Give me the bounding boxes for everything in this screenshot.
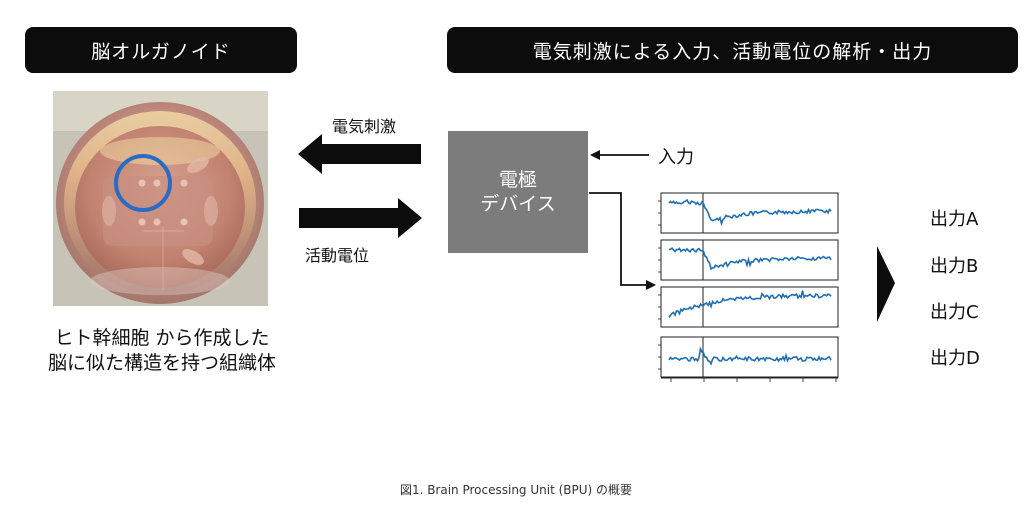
trace-panel-c: [660, 286, 839, 328]
organoid-header-label: 脳オルガノイド: [91, 40, 231, 63]
output-connector-head: [646, 280, 656, 290]
stimulation-label: 電気刺激: [332, 117, 397, 136]
figure-caption: 図1. Brain Processing Unit (BPU) の概要: [399, 483, 633, 497]
electrode-label-line2: デバイス: [480, 193, 556, 215]
organoid-caption-line2: 脳に似た構造を持つ組織体: [47, 352, 276, 374]
trace-line-c: [668, 290, 832, 318]
action-potential-arrow: [299, 198, 422, 238]
organoid-photo: [53, 91, 268, 306]
output-label-a: 出力A: [930, 209, 979, 230]
trace-line-d: [668, 346, 832, 366]
output-chevron: [877, 246, 895, 322]
electrode-label-line1: 電極: [498, 169, 537, 191]
stimulation-analysis-header-label: 電気刺激による入力、活動電位の解析・出力: [532, 40, 933, 63]
output-label-c: 出力C: [930, 302, 979, 323]
input-arrow-head: [590, 150, 600, 160]
output-label-b: 出力B: [930, 256, 979, 277]
electrode-device-box: 電極 デバイス: [448, 131, 588, 253]
action-potential-label: 活動電位: [305, 246, 370, 265]
output-label-d: 出力D: [930, 348, 980, 369]
organoid-header: 脳オルガノイド: [25, 27, 297, 73]
signal-traces: [658, 192, 839, 382]
input-label: 入力: [658, 147, 694, 168]
stimulation-arrow: [298, 134, 421, 174]
trace-line-a: [668, 198, 832, 227]
trace-line-b: [668, 247, 832, 271]
organoid-caption-line1: ヒト幹細胞 から作成した: [54, 327, 270, 349]
output-connector: [589, 192, 648, 286]
organoid-highlight-circle: [114, 154, 172, 212]
stimulation-analysis-header: 電気刺激による入力、活動電位の解析・出力: [447, 27, 1018, 73]
